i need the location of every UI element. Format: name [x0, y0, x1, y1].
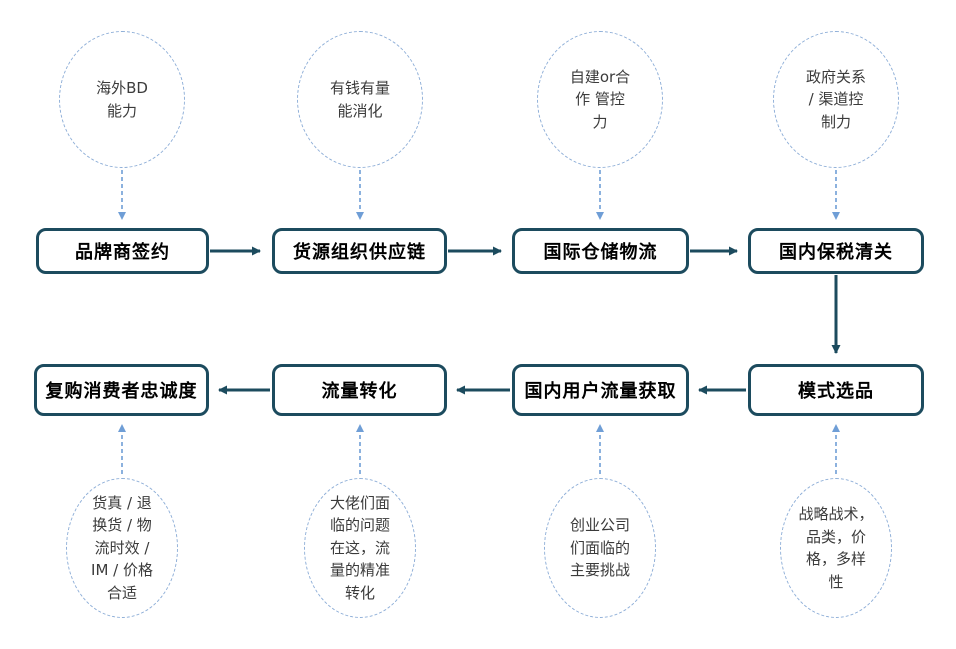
traffic-conversion-box: 流量转化: [272, 364, 447, 416]
annotation-startup-challenge-circle: 创业公司 们面临的 主要挑战: [544, 478, 656, 618]
model-product-selection-box: 模式选品: [748, 364, 924, 416]
annotation-startup-challenge-text: 创业公司 们面临的 主要挑战: [569, 516, 630, 580]
repurchase-loyalty-box: 复购消费者忠诚度: [34, 364, 209, 416]
annotation-giants-challenge-text: 大佬们面 临的问题 在这，流 量的精准 转化: [329, 493, 390, 602]
annotation-product-trust-text: 货真 / 退 换货 / 物 流时效 / IM / 价格 合适: [91, 493, 153, 602]
annotation-funding-capacity-circle: 有钱有量 能消化: [297, 31, 423, 168]
traffic-conversion-label: 流量转化: [321, 381, 398, 402]
repurchase-loyalty-label: 复购消费者忠诚度: [45, 381, 198, 402]
annotation-overseas-bd-text: 海外BD 能力: [96, 79, 148, 120]
intl-warehouse-logistics-box: 国际仓储物流: [512, 228, 689, 274]
brand-signing-label: 品牌商签约: [75, 242, 170, 263]
annotation-product-trust-circle: 货真 / 退 换货 / 物 流时效 / IM / 价格 合适: [66, 478, 178, 618]
annotation-government-relations-circle: 政府关系 / 渠道控 制力: [773, 31, 899, 168]
brand-signing-box: 品牌商签约: [36, 228, 209, 274]
domestic-bonded-customs-box: 国内保税清关: [748, 228, 924, 274]
annotation-strategy-category-text: 战略战术， 品类，价 格，多样 性: [798, 505, 874, 591]
annotation-funding-capacity-text: 有钱有量 能消化: [329, 79, 390, 120]
annotation-government-relations-text: 政府关系 / 渠道控 制力: [805, 67, 866, 131]
supply-chain-box: 货源组织供应链: [272, 228, 447, 274]
domestic-bonded-customs-label: 国内保税清关: [779, 242, 893, 263]
annotation-build-or-partner-text: 自建or合 作 管控 力: [569, 67, 631, 131]
annotation-build-or-partner-circle: 自建or合 作 管控 力: [537, 31, 663, 168]
annotation-overseas-bd-circle: 海外BD 能力: [59, 31, 185, 168]
annotation-strategy-category-circle: 战略战术， 品类，价 格，多样 性: [780, 478, 892, 618]
domestic-user-traffic-label: 国内用户流量获取: [524, 381, 677, 402]
model-product-selection-label: 模式选品: [798, 381, 874, 402]
supply-chain-label: 货源组织供应链: [293, 242, 426, 263]
domestic-user-traffic-box: 国内用户流量获取: [512, 364, 689, 416]
annotation-giants-challenge-circle: 大佬们面 临的问题 在这，流 量的精准 转化: [304, 478, 416, 618]
intl-warehouse-logistics-label: 国际仓储物流: [543, 242, 658, 263]
